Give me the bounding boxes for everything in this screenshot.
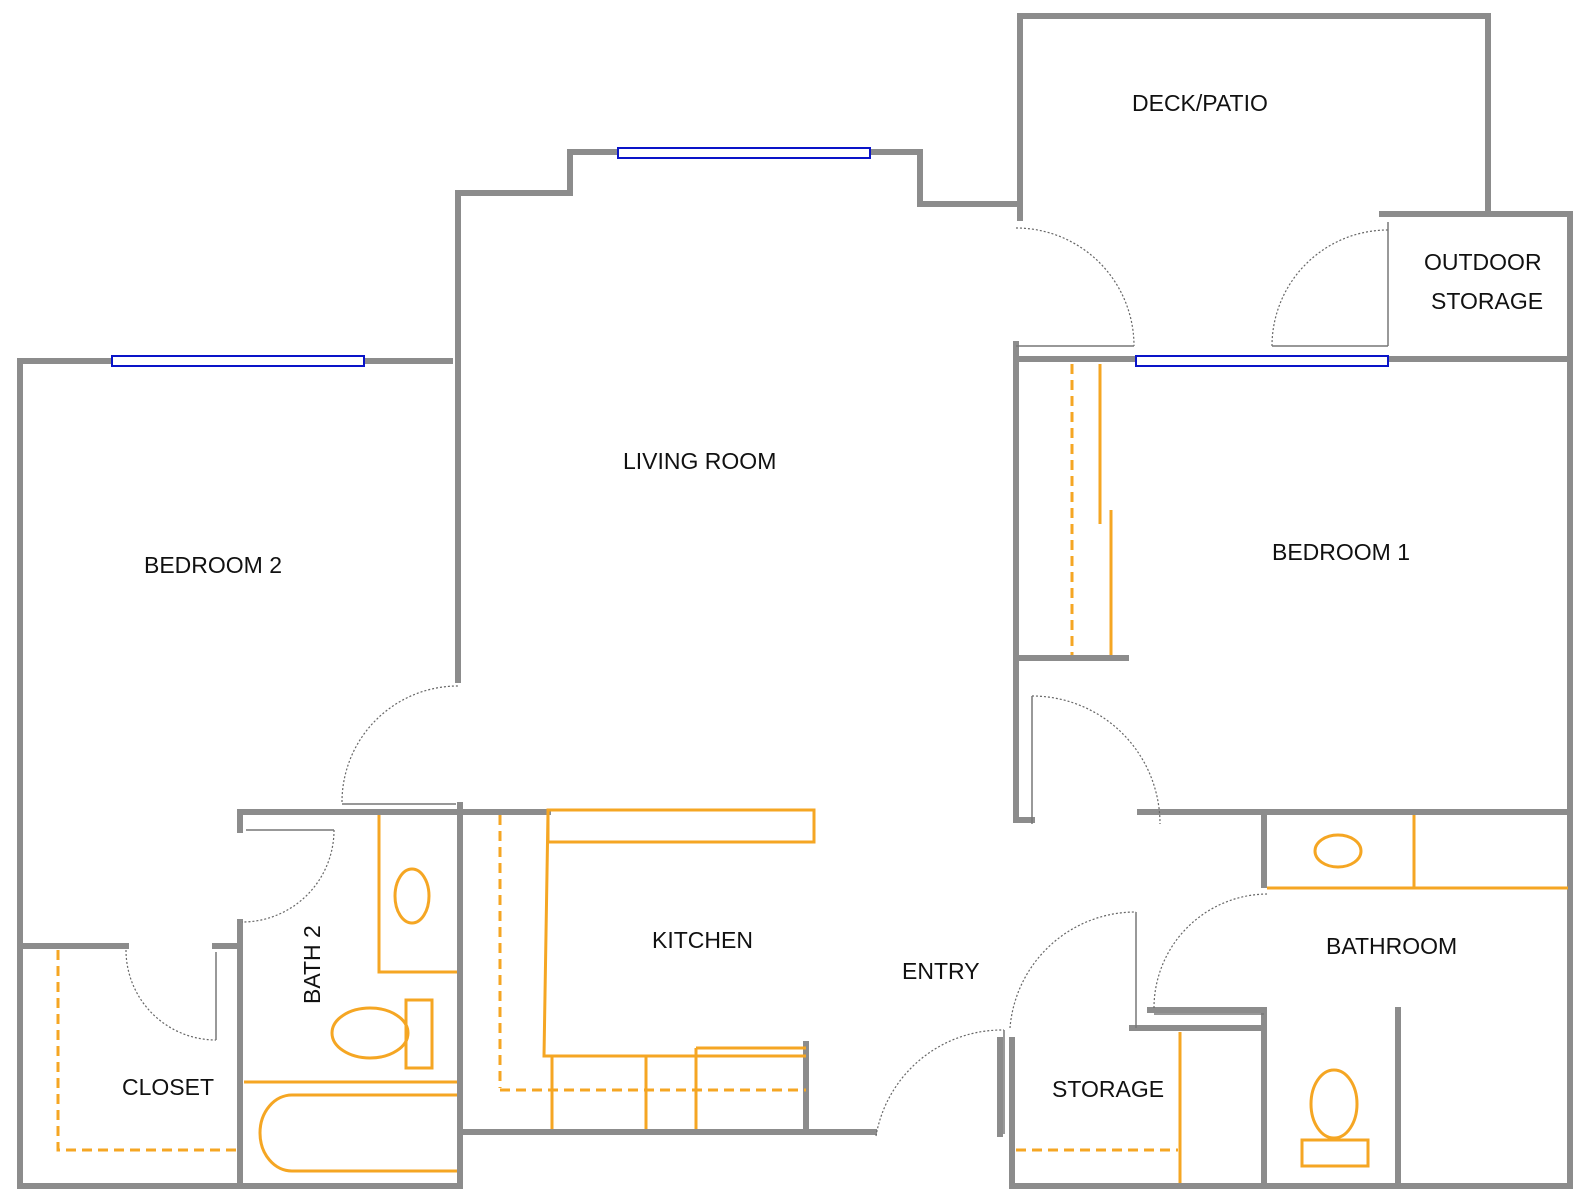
- window-bedroom2: [111, 355, 365, 367]
- bathroom-sink: [1313, 833, 1363, 869]
- closet-rod-dashed: [56, 950, 236, 1152]
- bath2-toilet-bowl: [330, 1006, 410, 1060]
- label-bath2: BATH 2: [299, 925, 325, 1004]
- door-arc-bathroom: [1153, 893, 1269, 1009]
- door-arc-bedroom1: [1031, 695, 1161, 825]
- room-labels: DECK/PATIO OUTDOOR STORAGE LIVING ROOM B…: [122, 90, 1543, 1102]
- label-closet: CLOSET: [122, 1074, 214, 1100]
- label-outdoor-storage-line2: STORAGE: [1431, 288, 1543, 314]
- label-entry: ENTRY: [902, 958, 980, 984]
- fixtures: [56, 364, 1568, 1183]
- label-kitchen: KITCHEN: [652, 927, 753, 953]
- door-arc-outdoor-storage: [1271, 229, 1389, 347]
- bath2-tub: [258, 1093, 457, 1173]
- wall-deck: [1017, 13, 1491, 217]
- kitchen-bar-counter: [546, 808, 816, 844]
- door-arc-storage: [1009, 911, 1137, 1029]
- label-living-room: LIVING ROOM: [623, 448, 776, 474]
- door-arc-deck: [1015, 227, 1135, 347]
- door-arc-bedroom2: [341, 685, 459, 803]
- bath2-toilet-tank: [404, 998, 434, 1070]
- door-arc-entry: [875, 1029, 1005, 1137]
- door-arc-closet: [125, 949, 217, 1041]
- door-arc-bath2: [241, 829, 335, 923]
- bathroom-toilet-tank: [1300, 1138, 1370, 1168]
- label-bedroom1: BEDROOM 1: [1272, 539, 1410, 565]
- label-storage: STORAGE: [1052, 1076, 1164, 1102]
- label-bathroom: BATHROOM: [1326, 933, 1457, 959]
- windows: [111, 147, 1389, 367]
- bathroom-toilet-bowl: [1309, 1068, 1359, 1140]
- bath2-sink: [393, 867, 431, 925]
- wall-living-room-outer: [455, 149, 1023, 683]
- label-outdoor-storage-line1: OUTDOOR: [1424, 249, 1542, 275]
- doors: [125, 222, 1389, 1137]
- label-deck-patio: DECK/PATIO: [1132, 90, 1268, 116]
- bath2-vanity: [377, 815, 457, 974]
- label-bedroom2: BEDROOM 2: [144, 552, 282, 578]
- walls: [17, 13, 1573, 1189]
- kitchen-left-counter: [542, 811, 806, 1058]
- wall-kitchen-bottom: [803, 1041, 877, 1135]
- window-bedroom1: [1135, 355, 1389, 367]
- window-living-room: [617, 147, 871, 159]
